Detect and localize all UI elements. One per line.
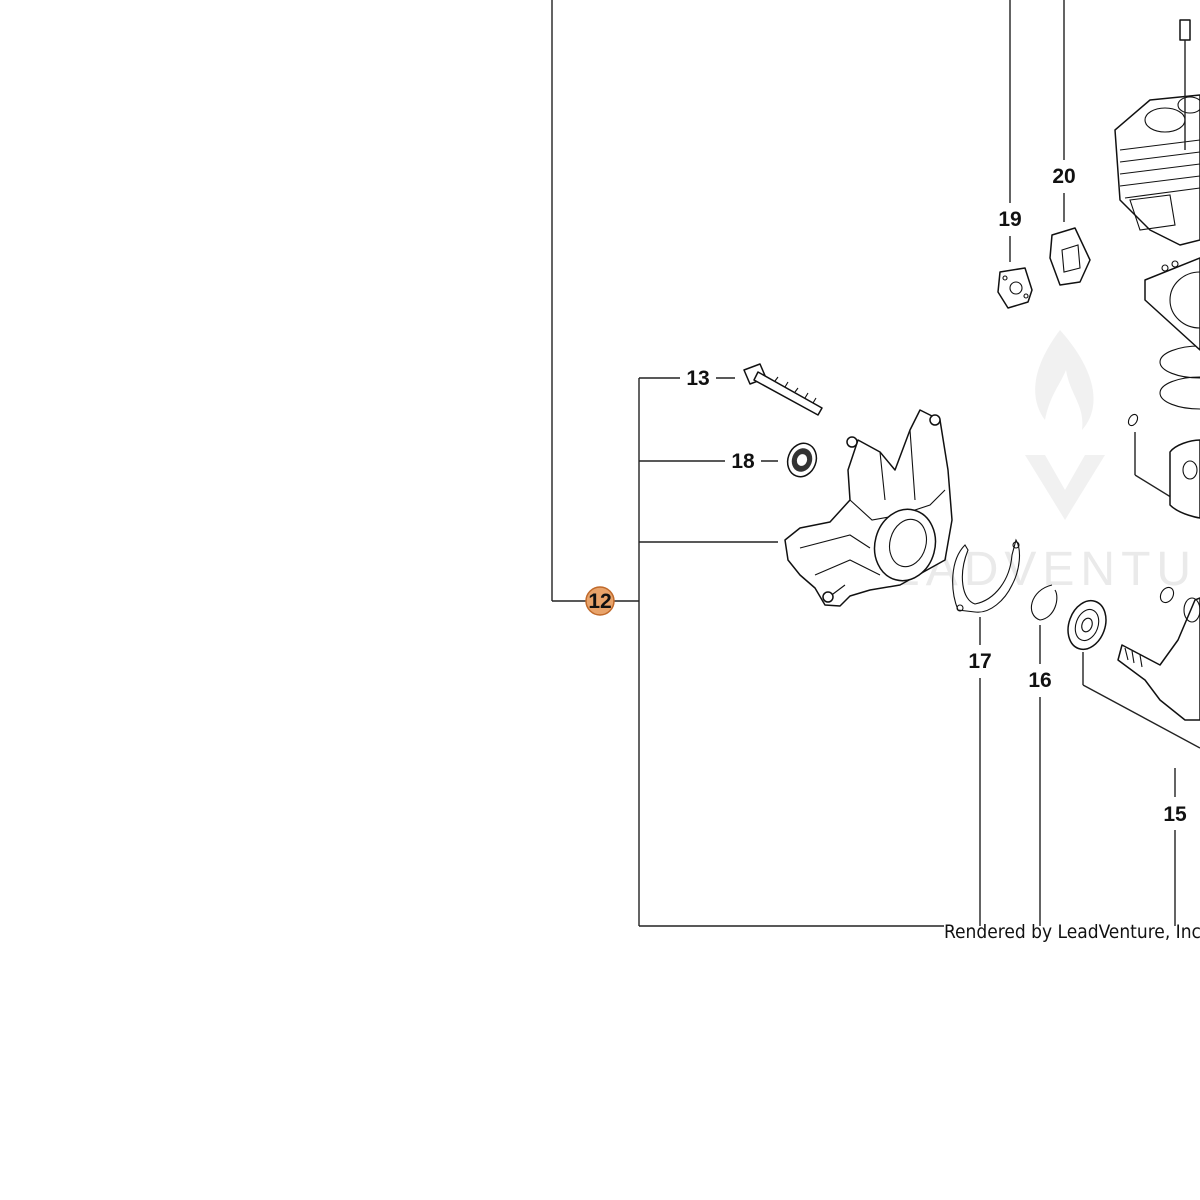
callout-17[interactable]: 17: [968, 650, 991, 673]
credit-text: Rendered by LeadVenture, Inc.: [944, 921, 1200, 943]
crankcase-half[interactable]: [784, 409, 953, 607]
part-20-gasket[interactable]: [1049, 227, 1091, 286]
callout-15[interactable]: 15: [1163, 803, 1187, 826]
callout-20[interactable]: 20: [1052, 165, 1075, 188]
svg-text:13: 13: [686, 367, 709, 390]
callout-13[interactable]: 13: [686, 367, 709, 390]
cylinder[interactable]: [1114, 19, 1200, 246]
callout-16[interactable]: 16: [1028, 669, 1051, 692]
cylinder-gasket[interactable]: [1144, 257, 1200, 351]
svg-text:19: 19: [998, 208, 1021, 231]
svg-text:15: 15: [1163, 803, 1187, 826]
callout-12[interactable]: 12: [585, 586, 615, 616]
part-15-bearing[interactable]: [1062, 595, 1113, 654]
part-18-seal[interactable]: [783, 439, 821, 481]
svg-text:12: 12: [588, 590, 611, 613]
part-17-gasket[interactable]: [952, 538, 1021, 613]
piston[interactable]: [1169, 439, 1200, 519]
callout-19[interactable]: 19: [998, 208, 1021, 231]
svg-text:20: 20: [1052, 165, 1075, 188]
watermark-logo: [1025, 330, 1105, 520]
svg-text:18: 18: [731, 450, 755, 473]
leader-lines: [551, 0, 1200, 927]
svg-text:16: 16: [1028, 669, 1051, 692]
part-13-bolt[interactable]: [743, 363, 823, 416]
crankshaft[interactable]: [1117, 597, 1200, 721]
part-16-circlip[interactable]: [1030, 584, 1058, 621]
piston-rings[interactable]: [1159, 345, 1200, 410]
svg-text:17: 17: [968, 650, 991, 673]
small-washer: [1127, 413, 1175, 604]
callout-18[interactable]: 18: [731, 450, 755, 473]
part-19-gasket[interactable]: [997, 267, 1033, 309]
